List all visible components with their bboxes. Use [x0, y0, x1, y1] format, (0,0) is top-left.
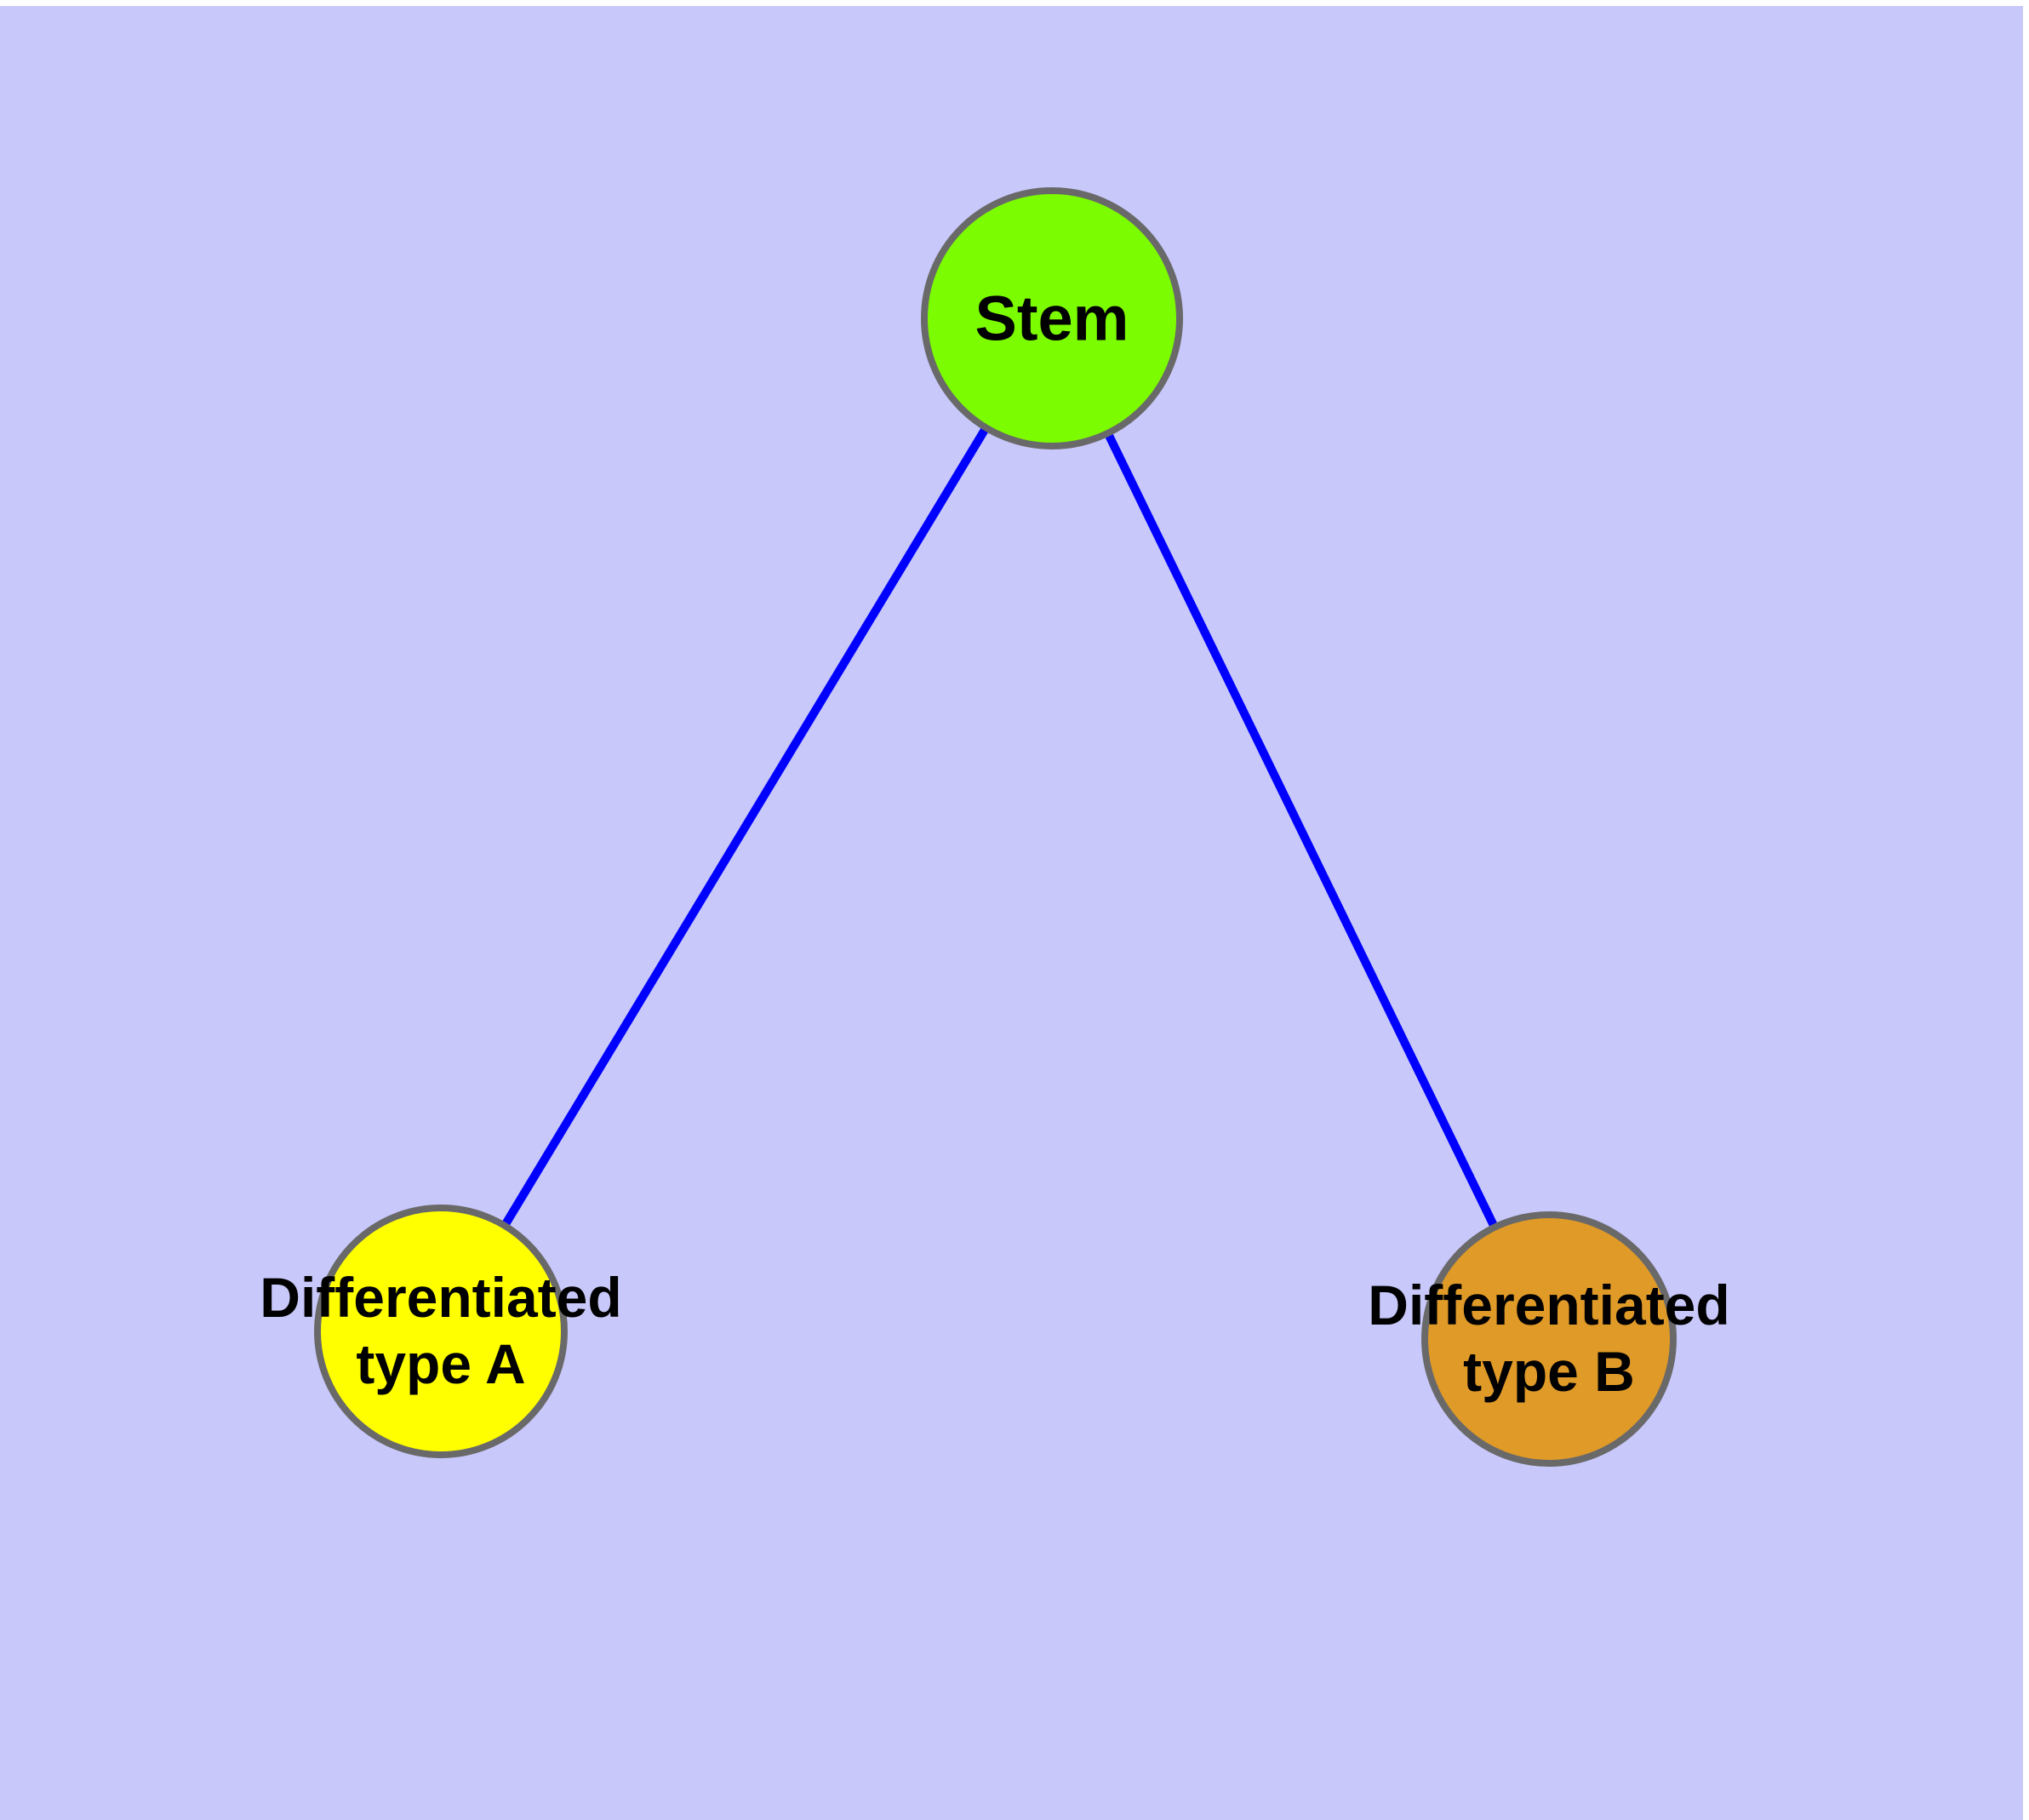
node-differentiated-type-b[interactable] [1421, 1211, 1677, 1467]
edge-layer [437, 316, 1553, 1342]
node-stem[interactable] [921, 187, 1183, 449]
node-differentiated-type-a[interactable] [314, 1205, 568, 1458]
edge-stem-to-diff-a [437, 316, 1056, 1334]
graph-svg [314, 187, 1677, 1467]
edge-stem-to-diff-b [1048, 316, 1553, 1342]
node-layer [314, 187, 1677, 1467]
